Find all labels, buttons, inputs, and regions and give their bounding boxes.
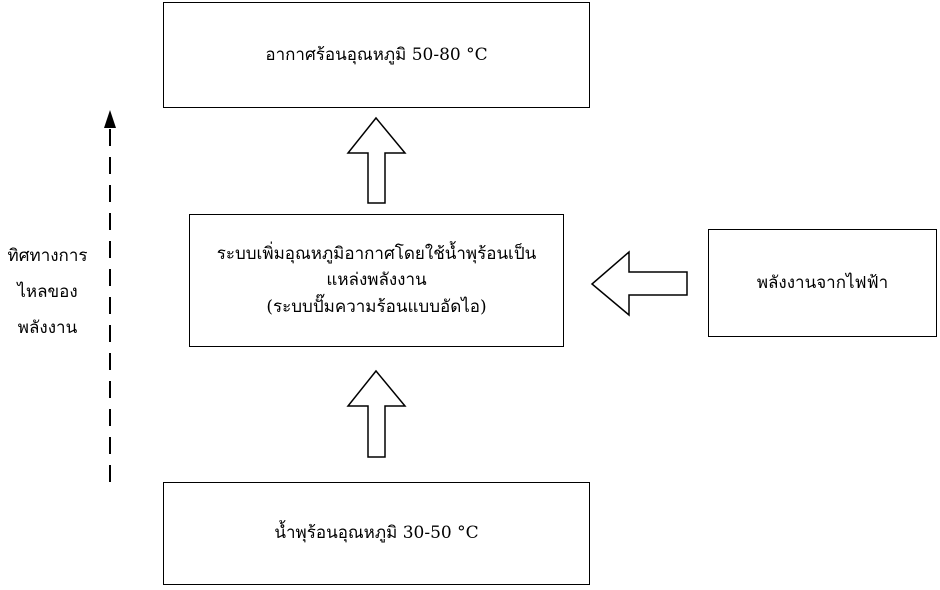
heat-pump-system-line1: ระบบเพิ่มอุณหภูมิอากาศโดยใช้น้ำพุร้อนเป็… bbox=[216, 243, 537, 264]
flow-direction-label-line2: ไหลของ bbox=[17, 282, 78, 302]
electric-energy-box: พลังงานจากไฟฟ้า bbox=[708, 229, 937, 337]
heat-pump-system-line2: แหล่งพลังงาน bbox=[326, 270, 427, 291]
hot-spring-water-text: น้ำพุร้อนอุณหภูมิ 30-50 °C bbox=[274, 523, 479, 544]
block-arrow-left bbox=[590, 250, 688, 317]
heat-pump-system-box: ระบบเพิ่มอุณหภูมิอากาศโดยใช้น้ำพุร้อนเป็… bbox=[189, 214, 564, 347]
flow-direction-arrow bbox=[104, 110, 116, 482]
block-arrow-up-bottom bbox=[346, 369, 407, 458]
flow-direction-label-line1: ทิศทางการ bbox=[7, 246, 88, 266]
hot-spring-water-box: น้ำพุร้อนอุณหภูมิ 30-50 °C bbox=[163, 482, 590, 585]
flow-direction-label-line3: พลังงาน bbox=[17, 318, 78, 338]
hot-air-output-text: อากาศร้อนอุณหภูมิ 50-80 °C bbox=[265, 44, 488, 65]
hot-air-output-box: อากาศร้อนอุณหภูมิ 50-80 °C bbox=[163, 2, 590, 108]
block-arrow-up-top bbox=[346, 116, 407, 204]
flow-direction-label: ทิศทางการ ไหลของ พลังงาน bbox=[0, 238, 95, 346]
heat-pump-system-line3: (ระบบปั๊มความร้อนแบบอัดไอ) bbox=[266, 296, 487, 317]
electric-energy-text: พลังงานจากไฟฟ้า bbox=[756, 272, 889, 293]
